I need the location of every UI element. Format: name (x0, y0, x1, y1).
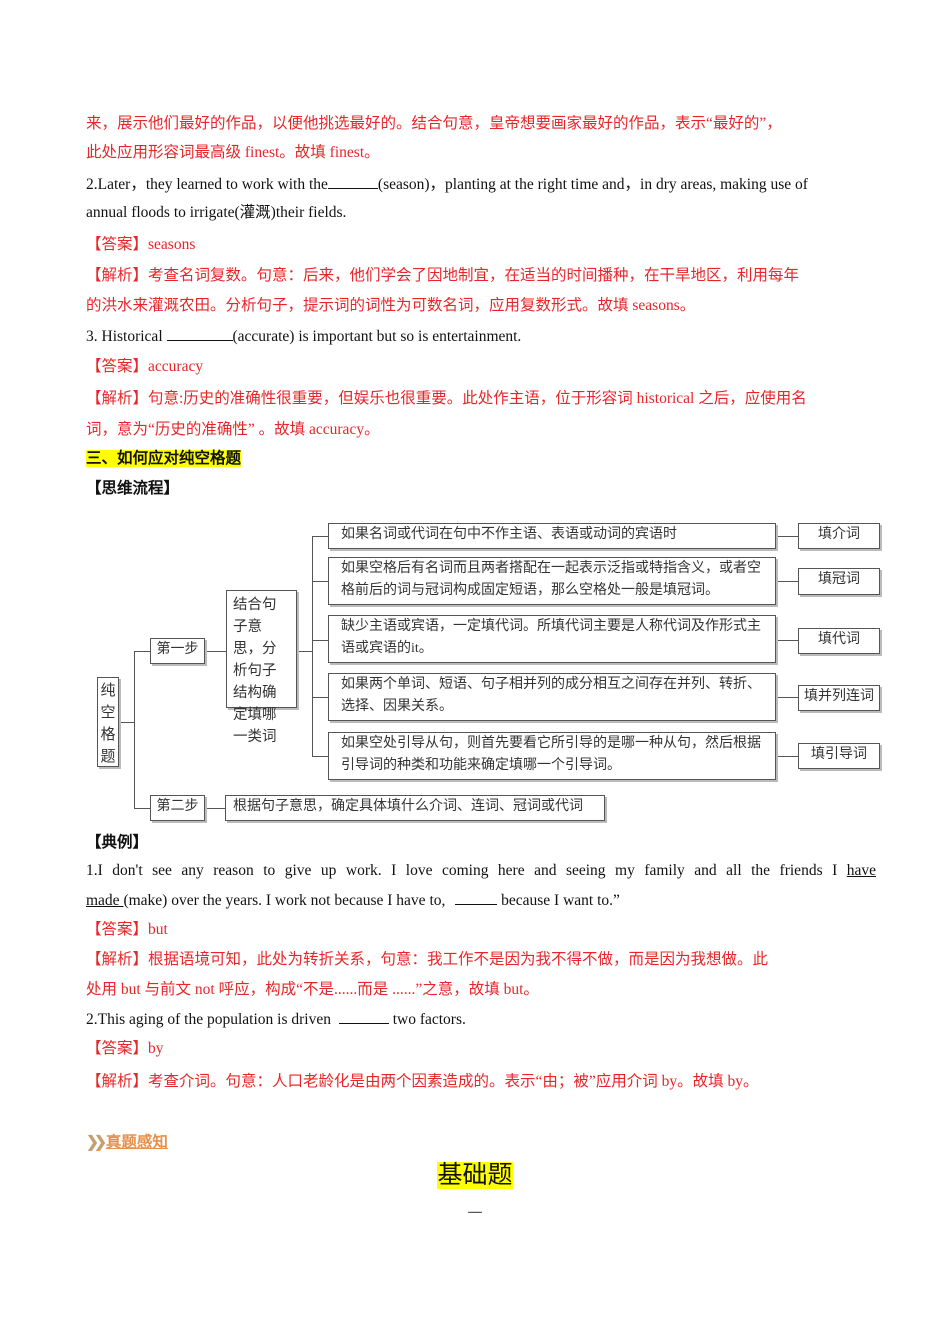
e2-analysis: 【解析】考查介词。句意：人口老龄化是由两个因素造成的。表示“由；被”应用介词 b… (86, 1073, 759, 1090)
q2-line-1: 2.Later，they learned to work with the(se… (86, 176, 808, 193)
double-chevron-icon: ❯❯ (86, 1134, 107, 1151)
result-3: 填代词 (798, 628, 880, 654)
q2-analysis-1: 【解析】考查名词复数。句意：后来，他们学会了因地制宜，在适当的时间播种，在干旱地… (86, 267, 800, 284)
q3-answer: 【答案】accuracy (86, 358, 204, 375)
q2-analysis-2: 的洪水来灌溉农田。分析句子，提示词的词性为可数名词，应用复数形式。故填 seas… (86, 297, 696, 314)
e2-answer: 【答案】by (86, 1040, 164, 1057)
q2-line-2: annual floods to irrigate(灌溉)their field… (86, 204, 347, 221)
result-2: 填冠词 (798, 568, 880, 595)
q3-analysis-1: 【解析】句意:历史的准确性很重要，但娱乐也很重要。此处作主语，位于形容词 his… (86, 390, 807, 407)
step1-node: 第一步 (150, 638, 205, 664)
root-node: 纯空格题 (97, 677, 119, 767)
zhenti-link[interactable]: ❯❯ 真题感知 (86, 1134, 168, 1151)
q3-analysis-2: 词，意为“历史的准确性” 。故填 accuracy。 (86, 421, 380, 438)
flow-label: 【思维流程】 (86, 480, 180, 497)
section-heading: 三、如何应对纯空格题 (86, 450, 242, 467)
q2-answer: 【答案】seasons (86, 236, 196, 253)
e1-line-1: 1.I don't see any reason to give up work… (86, 862, 876, 879)
e1-answer: 【答案】but (86, 921, 168, 938)
condition-1: 如果名词或代词在句中不作主语、表语或动词的宾语时 (328, 523, 776, 549)
sub-number: 一 (467, 1206, 483, 1222)
step1-desc: 结合句子意思，分析句子结构确定填哪一类词 (226, 590, 297, 745)
intro-line-2: 此处应用形容词最高级 finest。故填 finest。 (86, 144, 380, 161)
basic-title: 基础题 (437, 1162, 513, 1189)
examples-label: 【典例】 (86, 834, 149, 851)
condition-5: 如果空处引导从句，则首先要看它所引导的是哪一种从句，然后根据引导词的种类和功能来… (328, 732, 776, 780)
condition-2: 如果空格后有名词而且两者搭配在一起表示泛指或特指含义，或者空格前后的词与冠词构成… (328, 557, 776, 605)
e1-line-2: made (make) over the years. I work not b… (86, 892, 620, 909)
result-4: 填并列连词 (798, 685, 880, 711)
step2-desc: 根据句子意思，确定具体填什么介词、连词、冠词或代词 (225, 795, 605, 821)
intro-line-1: 来，展示他们最好的作品，以便他挑选最好的。结合句意，皇帝想要画家最好的作品，表示… (86, 115, 782, 132)
e2-line: 2.This aging of the population is driven… (86, 1011, 466, 1028)
e1-analysis-2: 处用 but 与前文 not 呼应，构成“不是......而是 ......”之… (86, 981, 539, 998)
e1-analysis-1: 【解析】根据语境可知，此处为转折关系，句意：我工作不是因为我不得不做，而是因为我… (86, 951, 769, 968)
result-1: 填介词 (798, 523, 880, 549)
condition-3: 缺少主语或宾语，一定填代词。所填代词主要是人称代词及作形式主语或宾语的it。 (328, 615, 776, 663)
q3-line: 3. Historical (accurate) is important bu… (86, 328, 522, 345)
condition-4: 如果两个单词、短语、句子相并列的成分相互之间存在并列、转折、选择、因果关系。 (328, 673, 776, 721)
step2-node: 第二步 (150, 795, 205, 821)
result-5: 填引导词 (798, 743, 880, 769)
